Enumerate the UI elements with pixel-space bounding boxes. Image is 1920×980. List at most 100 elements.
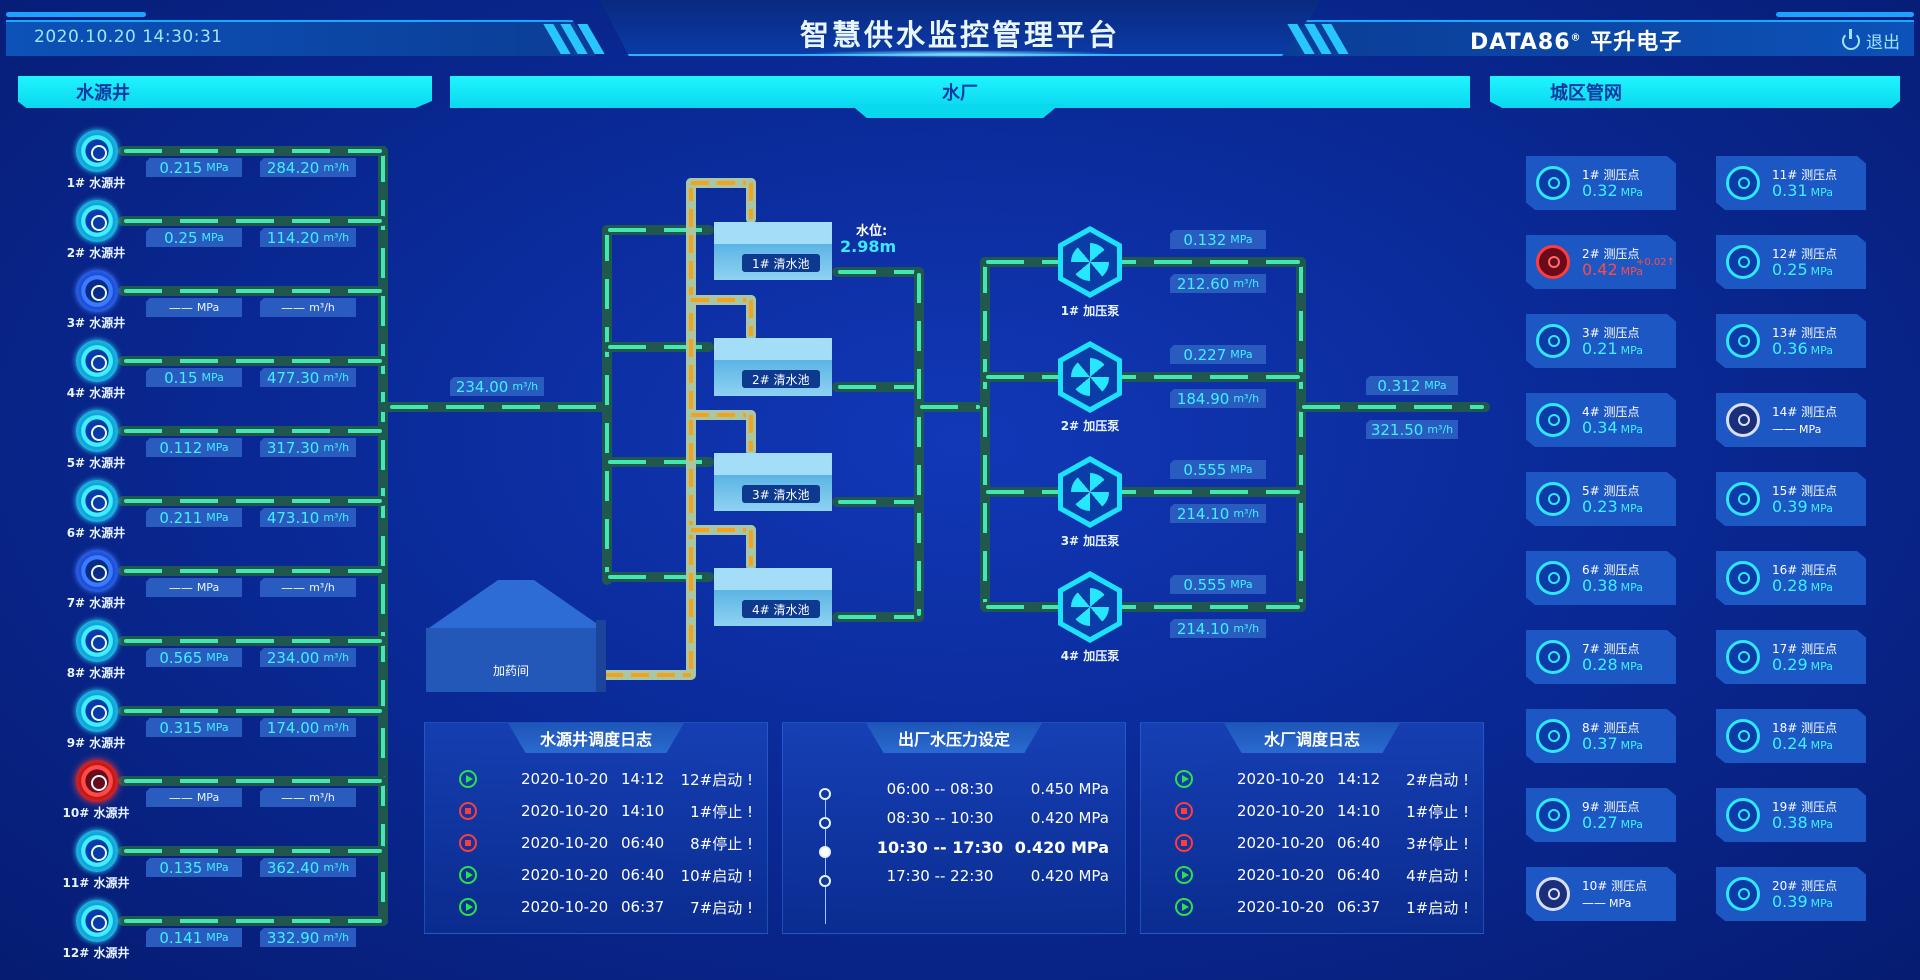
gauge-icon	[1726, 798, 1760, 832]
well-pump-icon[interactable]	[76, 760, 118, 802]
pressure-point-card[interactable]: 10# 测压点——MPa	[1526, 867, 1676, 921]
pressure-point-name: 9# 测压点	[1582, 800, 1640, 814]
well-label: 5# 水源井	[66, 456, 126, 470]
pressure-unit: MPa	[1230, 578, 1253, 591]
pressure-point-number: 0.27	[1582, 813, 1618, 832]
timeline-dot	[819, 817, 831, 829]
pump-label: 2# 加压泵	[1060, 419, 1120, 433]
log-time: 06:40	[621, 834, 665, 852]
pressure-point-name: 10# 测压点	[1582, 879, 1648, 893]
play-icon	[459, 770, 477, 788]
well-pump-icon[interactable]	[76, 270, 118, 312]
pressure-point-value: ——MPa	[1772, 422, 1821, 436]
clear-water-pool-4[interactable]: 4# 清水池	[714, 568, 832, 626]
logout-button[interactable]: 退出	[1842, 28, 1900, 53]
pressure-unit: MPa	[206, 931, 229, 944]
log-event: 1#停止 !	[690, 802, 753, 821]
well-pump-icon[interactable]	[76, 340, 118, 382]
pressure-unit: MPa	[1620, 739, 1643, 752]
well-pressure-value: 0.112	[159, 438, 203, 457]
well-pump-icon[interactable]	[76, 620, 118, 662]
log-date: 2020-10-20	[1237, 898, 1325, 916]
well-pump-icon[interactable]	[76, 900, 118, 942]
clear-water-pool-3[interactable]: 3# 清水池	[714, 453, 832, 511]
gauge-icon	[1536, 640, 1570, 674]
play-icon	[459, 898, 477, 916]
well-pump-icon[interactable]	[76, 410, 118, 452]
well-pump-icon[interactable]	[76, 690, 118, 732]
well-pump-icon[interactable]	[76, 130, 118, 172]
clear-water-pool-1[interactable]: 1# 清水池	[714, 222, 832, 280]
log-event: 2#启动 !	[1406, 770, 1469, 789]
booster-pump-icon[interactable]	[1058, 226, 1122, 298]
well-flow-value: 473.10	[266, 508, 320, 527]
dosing-room[interactable]	[426, 628, 596, 692]
clear-water-pool-2[interactable]: 2# 清水池	[714, 338, 832, 396]
well-pipe	[118, 846, 388, 856]
pressure-point-name: 11# 测压点	[1772, 168, 1838, 182]
booster-pump-icon[interactable]	[1058, 341, 1122, 413]
log-event: 1#停止 !	[1406, 802, 1469, 821]
pressure-setting-title: 出厂水压力设定	[866, 723, 1042, 753]
log-date: 2020-10-20	[521, 770, 609, 788]
flow-unit: m³/h	[1233, 622, 1260, 635]
pressure-unit: MPa	[1620, 660, 1643, 673]
well-flow-value: 332.90	[266, 928, 320, 947]
booster-pump-icon[interactable]	[1058, 571, 1122, 643]
log-event: 1#启动 !	[1406, 898, 1469, 917]
dosing-pipe-branch	[746, 410, 756, 456]
timeline-dot	[819, 846, 831, 858]
gauge-icon	[1536, 561, 1570, 595]
header-glow	[800, 50, 1120, 58]
well-pump-icon[interactable]	[76, 550, 118, 592]
pump-pressure-value: 0.227	[1183, 345, 1227, 364]
well-pump-icon[interactable]	[76, 200, 118, 242]
well-pipe	[118, 356, 388, 366]
pressure-point-card[interactable]: 14# 测压点——MPa	[1716, 393, 1866, 447]
well-pump-icon[interactable]	[76, 830, 118, 872]
log-date: 2020-10-20	[521, 898, 609, 916]
pump-pressure-value: 0.132	[1183, 230, 1227, 249]
pressure-unit: MPa	[1230, 348, 1253, 361]
booster-pump-icon[interactable]	[1058, 456, 1122, 528]
well-pump-icon[interactable]	[76, 480, 118, 522]
well-pressure-value: 0.15	[164, 368, 198, 387]
header-title-bar	[600, 0, 1320, 56]
flow-unit: m³/h	[1233, 507, 1260, 520]
pump-flow-value: 214.10	[1176, 619, 1230, 638]
